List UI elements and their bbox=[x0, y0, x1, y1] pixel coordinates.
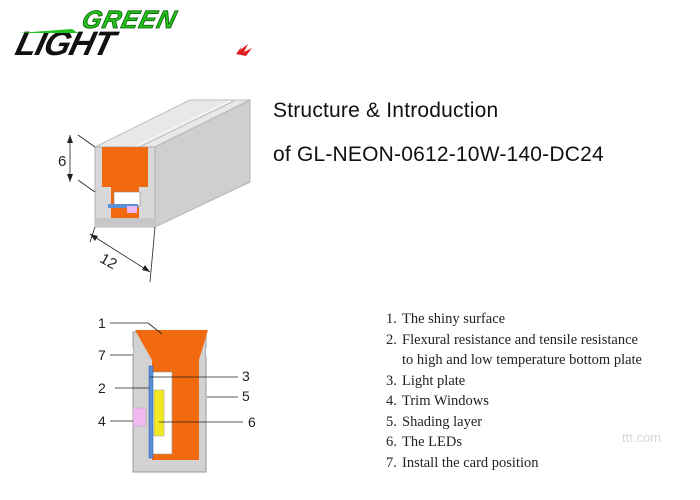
part-number: 4. bbox=[386, 393, 397, 409]
profile-3d-drawing: 6 12 bbox=[58, 99, 251, 283]
dim-width-label: 12 bbox=[97, 250, 120, 273]
page-title-line1: Structure & Introduction bbox=[273, 99, 499, 122]
part-text: Install the card position bbox=[402, 454, 539, 471]
list-item: 2. Flexural resistance and tensile resist… bbox=[386, 330, 642, 371]
part-number: 6. bbox=[386, 434, 397, 450]
list-item: 4. Trim Windows bbox=[386, 391, 642, 412]
profile-front-bottom bbox=[95, 218, 155, 227]
callout-4: 4 bbox=[98, 413, 106, 429]
green-light-logo: GREEN LIGHT bbox=[12, 6, 252, 58]
list-item: 5. Shading layer bbox=[386, 412, 642, 433]
callout-2: 2 bbox=[98, 380, 106, 396]
light-plate bbox=[148, 365, 154, 459]
part-text: Trim Windows bbox=[402, 393, 489, 409]
logo-flame-icon bbox=[236, 44, 252, 56]
dim-height-label: 6 bbox=[58, 153, 66, 170]
parts-list: 1. The shiny surface 2. Flexural resistanc… bbox=[386, 309, 642, 473]
cross-section-drawing: 1 7 2 4 3 5 6 bbox=[98, 315, 256, 473]
part-text: Shading layer bbox=[402, 413, 483, 430]
callout-3: 3 bbox=[242, 368, 250, 384]
logo-swoosh bbox=[18, 29, 78, 33]
list-item: 7. Install the card position bbox=[386, 453, 642, 474]
part-number: 3. bbox=[386, 372, 397, 389]
part-text: The shiny surface bbox=[402, 311, 506, 327]
part-text: Flexural resistance and tensile resistan… bbox=[402, 331, 642, 369]
part-text: Light plate bbox=[402, 372, 466, 389]
callout-5: 5 bbox=[242, 388, 250, 404]
profile-blue-plate bbox=[108, 204, 138, 208]
part-number: 1. bbox=[386, 311, 397, 327]
profile-pink-window bbox=[127, 206, 137, 213]
logo-top-word: GREEN bbox=[79, 6, 180, 34]
watermark: ttt.com bbox=[622, 430, 662, 445]
part-number: 5. bbox=[386, 413, 397, 430]
part-text: The LEDs bbox=[402, 434, 462, 450]
card-clip bbox=[132, 407, 147, 427]
list-item: 3. Light plate bbox=[386, 371, 642, 392]
list-item: 1. The shiny surface bbox=[386, 309, 642, 330]
callout-7: 7 bbox=[98, 347, 106, 363]
part-number: 7. bbox=[386, 454, 397, 471]
callout-6: 6 bbox=[248, 414, 256, 430]
list-item: 6. The LEDs bbox=[386, 432, 642, 453]
callout-1: 1 bbox=[98, 315, 106, 331]
led bbox=[153, 389, 165, 437]
profile-light-plate bbox=[113, 191, 141, 207]
part-number: 2. bbox=[386, 331, 397, 348]
page-title-line2: of GL-NEON-0612-10W-140-DC24 bbox=[273, 143, 604, 166]
